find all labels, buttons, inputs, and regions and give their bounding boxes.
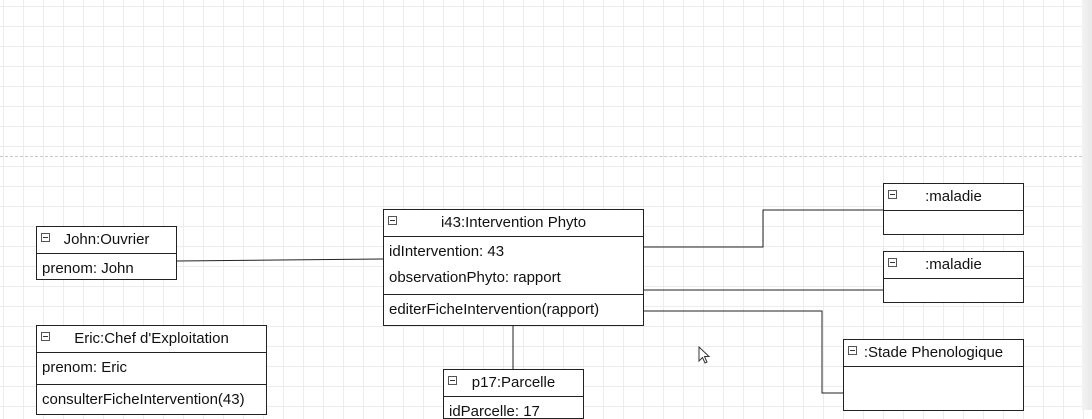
attribute[interactable]: idIntervention: 43 — [389, 243, 505, 260]
object-parcelle-header[interactable]: p17:Parcelle — [444, 370, 583, 397]
object-title: i43:Intervention Phyto — [440, 214, 587, 231]
operation[interactable]: consulterFicheIntervention(43) — [42, 391, 245, 408]
collapse-icon[interactable] — [41, 332, 50, 341]
attributes-section: idIntervention: 43 observationPhyto: rap… — [384, 237, 643, 295]
object-stade-header[interactable]: :Stade Phenologique — [844, 340, 1023, 367]
page-break-line — [0, 156, 1092, 157]
collapse-icon[interactable] — [888, 190, 897, 199]
vertical-scrollbar[interactable] — [1082, 0, 1092, 410]
empty-compartment — [884, 213, 1023, 234]
object-chef-header[interactable]: Eric:Chef d'Exploitation — [37, 326, 266, 353]
object-title: Eric:Chef d'Exploitation — [74, 330, 229, 347]
collapse-icon[interactable] — [388, 216, 397, 225]
attributes-section: prenom: Eric — [37, 353, 266, 385]
object-intervention-header[interactable]: i43:Intervention Phyto — [384, 210, 643, 237]
object-stade[interactable]: :Stade Phenologique — [843, 339, 1024, 411]
object-intervention[interactable]: i43:Intervention Phyto idIntervention: 4… — [383, 209, 644, 326]
object-ouvrier-header[interactable]: John:Ouvrier — [37, 227, 176, 254]
collapse-icon[interactable] — [888, 258, 897, 267]
link-intervention-stade[interactable] — [644, 310, 844, 394]
object-title: p17:Parcelle — [471, 374, 556, 391]
attribute[interactable]: idParcelle: 17 — [449, 403, 540, 419]
attribute[interactable]: prenom: Eric — [42, 359, 128, 376]
association-links — [176, 209, 884, 394]
object-title: :maladie — [925, 256, 982, 273]
attributes-section — [844, 367, 1023, 394]
operations-section: editerFicheIntervention(rapport) — [384, 295, 643, 325]
link-intervention-maladie-1[interactable] — [644, 209, 884, 248]
object-parcelle[interactable]: p17:Parcelle idParcelle: 17 — [443, 369, 584, 419]
object-maladie-2[interactable]: :maladie — [883, 251, 1024, 303]
object-title: :Stade Phenologique — [863, 344, 1004, 361]
object-maladie-1[interactable]: :maladie — [883, 183, 1024, 235]
empty-compartment — [844, 369, 1023, 391]
link-ouvrier-intervention[interactable] — [176, 258, 385, 262]
attributes-section — [884, 211, 1023, 234]
collapse-icon[interactable] — [41, 233, 50, 242]
operation[interactable]: editerFicheIntervention(rapport) — [389, 301, 600, 318]
collapse-icon[interactable] — [448, 376, 457, 385]
attributes-section: idParcelle: 17 — [444, 397, 583, 419]
object-maladie-1-header[interactable]: :maladie — [884, 184, 1023, 211]
attributes-section: prenom: John — [37, 254, 176, 279]
operations-section: consulterFicheIntervention(43) — [37, 385, 266, 414]
collapse-icon[interactable] — [848, 346, 857, 355]
object-ouvrier[interactable]: John:Ouvrier prenom: John — [36, 226, 177, 280]
object-chef[interactable]: Eric:Chef d'Exploitation prenom: Eric co… — [36, 325, 267, 415]
object-title: :maladie — [925, 188, 982, 205]
object-maladie-2-header[interactable]: :maladie — [884, 252, 1023, 279]
attribute[interactable]: observationPhyto: rapport — [389, 269, 561, 286]
empty-compartment — [884, 281, 1023, 302]
object-title: John:Ouvrier — [63, 231, 150, 248]
mouse-cursor-icon — [698, 346, 711, 364]
attributes-section — [884, 279, 1023, 302]
attribute[interactable]: prenom: John — [42, 260, 134, 277]
